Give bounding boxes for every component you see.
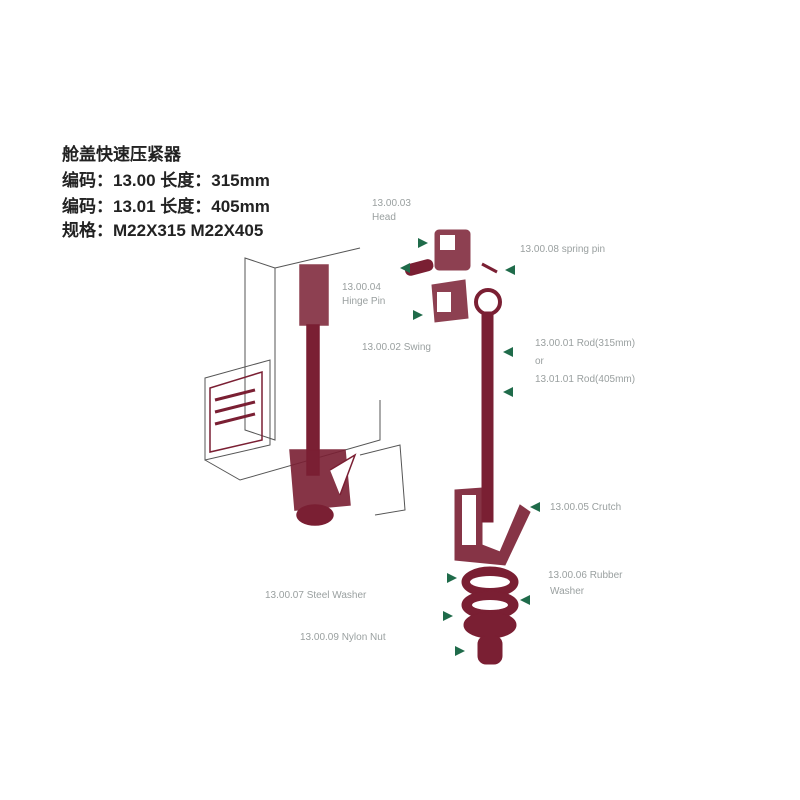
callout-arrows <box>400 238 540 656</box>
label-swing: 13.00.02 Swing <box>362 342 431 353</box>
assembled-clamp-illustration <box>204 247 406 526</box>
rod-eye <box>474 288 502 316</box>
arrow-rod-405 <box>503 387 513 397</box>
arrow-rubber-washer <box>520 595 530 605</box>
hinge-pin-part <box>404 259 434 276</box>
exploded-parts <box>404 229 531 665</box>
arrow-steel-washer-top <box>447 573 457 583</box>
arrow-hinge-pin <box>400 263 410 273</box>
spec-line-2: 编码：13.01 长度：405mm <box>62 197 270 216</box>
nylon-nut-part <box>477 635 503 665</box>
label-hinge-pin-name: Hinge Pin <box>342 296 386 307</box>
spec-line-1: 编码：13.00 长度：315mm <box>62 171 270 190</box>
label-rubber-washer-code: 13.00.06 Rubber <box>548 570 623 581</box>
label-rod-315: 13.00.01 Rod(315mm) <box>535 338 636 349</box>
label-crutch: 13.00.05 Crutch <box>550 502 622 513</box>
arrow-head <box>418 238 428 248</box>
arrow-rod-315 <box>503 347 513 357</box>
arrow-swing <box>413 310 423 320</box>
label-rubber-washer-name: Washer <box>550 586 585 597</box>
arrow-steel-washer <box>443 611 453 621</box>
label-steel-washer: 13.00.07 Steel Washer <box>265 590 367 601</box>
label-nylon-nut: 13.00.09 Nylon Nut <box>300 632 386 643</box>
spec-line-3: 规格：M22X315 M22X405 <box>62 221 264 240</box>
label-head-name: Head <box>372 212 396 223</box>
label-spring-pin: 13.00.08 spring pin <box>520 244 606 255</box>
arrow-spring-pin <box>505 265 515 275</box>
label-head-code: 13.00.03 <box>372 198 411 209</box>
product-title: 舱盖快速压紧器 <box>62 145 181 164</box>
label-hinge-pin-code: 13.00.04 <box>342 282 381 293</box>
spring-pin-part <box>481 262 498 274</box>
label-rod-or: or <box>535 356 544 367</box>
label-rod-405: 13.01.01 Rod(405mm) <box>535 374 636 385</box>
rod-part <box>481 311 494 523</box>
arrow-nylon-nut <box>455 646 465 656</box>
arrow-crutch <box>530 502 540 512</box>
